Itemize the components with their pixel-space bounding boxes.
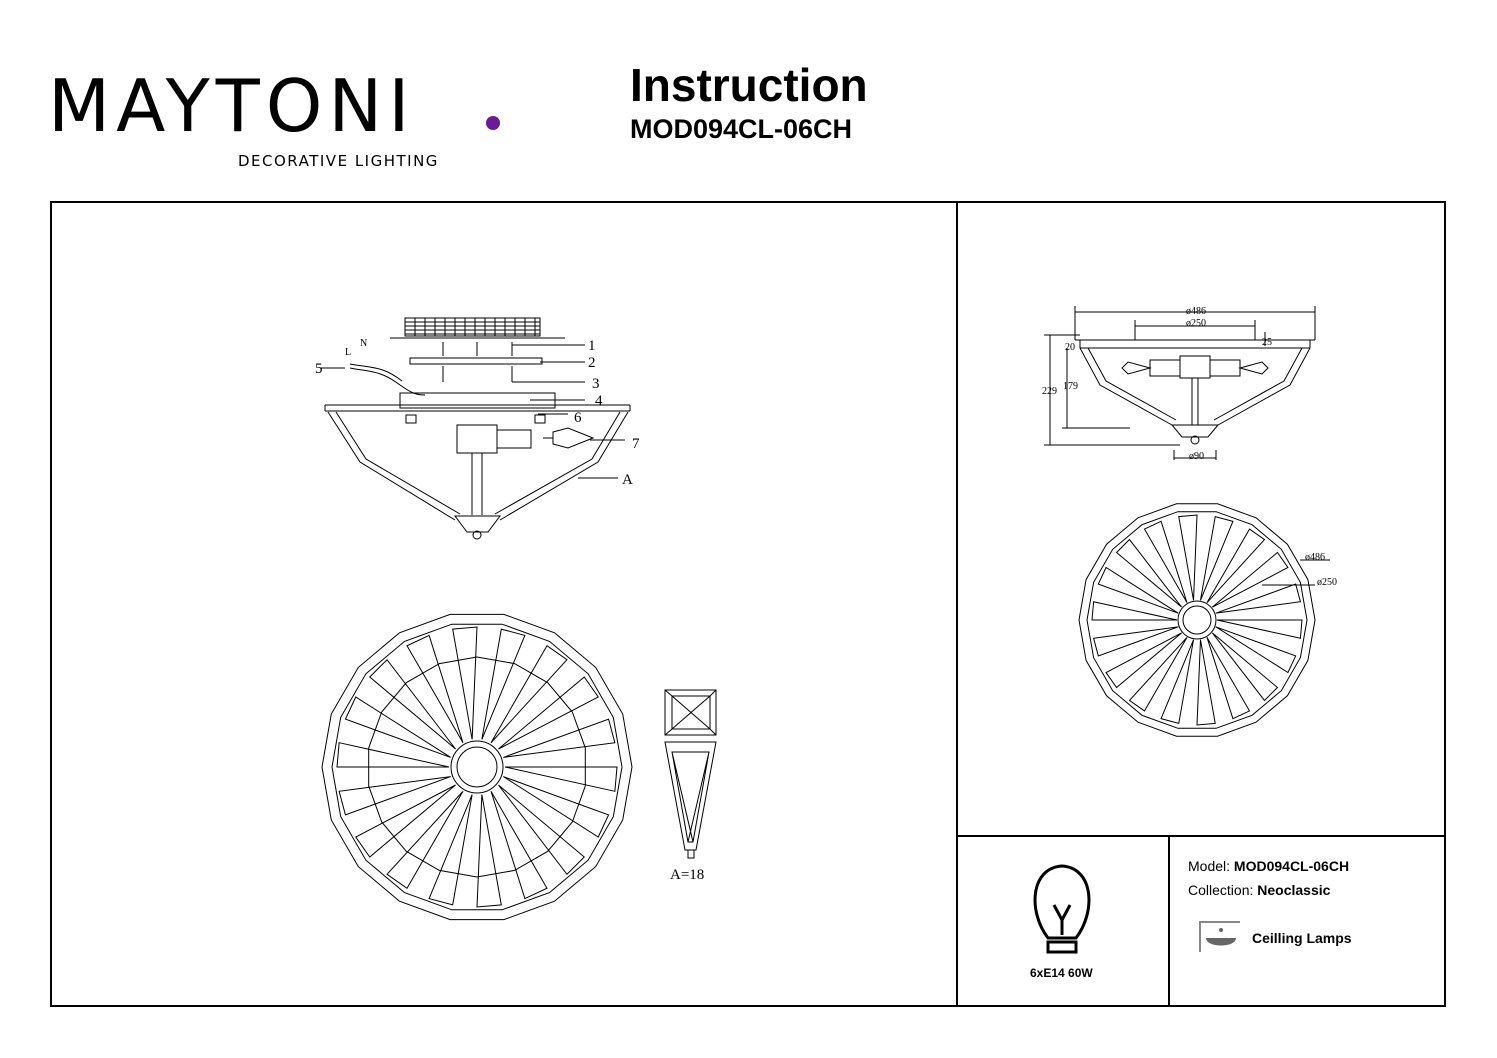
screw-icon [442, 342, 513, 356]
crystal-segment [498, 784, 585, 876]
frame-divider-vertical [956, 201, 958, 1007]
model-value: MOD094CL-06CH [1233, 858, 1350, 874]
crystal-segment [504, 766, 618, 792]
ceiling-lamp-icon [1199, 921, 1240, 952]
plan-dim-inner: ø250 [1317, 577, 1337, 588]
brand-name: MAYTONI [48, 64, 416, 148]
crystal-segment [1211, 632, 1279, 702]
brand-logo: MAYTONI DECORATIVE LIGHTING [48, 56, 500, 176]
dim-total-height: 229 [1042, 386, 1057, 397]
bulb-icon [1033, 864, 1091, 954]
crystal-segment [452, 626, 478, 740]
crystal-segment [503, 718, 616, 758]
dim-bottom-diameter: ø90 [1189, 451, 1204, 462]
crystal-segment [476, 794, 502, 908]
dim-overall-diameter: ø486 [1186, 306, 1206, 317]
crystal-segment [355, 784, 456, 858]
crystal-segment [1105, 632, 1183, 689]
crystal-segment [336, 742, 450, 768]
crystal-segment [386, 790, 464, 889]
crystal-segment [498, 676, 599, 750]
part-label-5: 5 [315, 361, 323, 377]
crystal-segment [428, 794, 473, 906]
elevation-small [1044, 306, 1316, 460]
crystal-segment [1097, 566, 1179, 614]
dim-canopy-diameter: ø250 [1186, 318, 1206, 329]
crystal-segment [338, 776, 451, 816]
plan-dim-outer: ø486 [1305, 552, 1325, 563]
plan-view-small [1078, 503, 1330, 737]
mounting-bar [409, 357, 543, 365]
model-row: Model: MOD094CL-06CH [1188, 858, 1349, 874]
crystal-segment [1199, 515, 1234, 601]
crystal-segment [1115, 538, 1183, 608]
crystal-segment [481, 628, 526, 740]
brand-tagline: DECORATIVE LIGHTING [238, 152, 439, 170]
crystal-segment [490, 645, 568, 744]
terminal-label-n: N [360, 338, 367, 349]
part-label-7: 7 [632, 436, 640, 452]
crystal-segment [1206, 528, 1266, 604]
crystal-segment [1196, 639, 1216, 726]
dim-body-height: 179 [1063, 381, 1078, 392]
plan-view-large [321, 613, 633, 921]
dim-canopy-height-right: 25 [1262, 337, 1272, 348]
part-label-6: 6 [574, 410, 582, 426]
part-label-1: 1 [588, 338, 596, 354]
crystal-segment [406, 634, 464, 744]
crystal-segment [1092, 626, 1179, 657]
part-label-2: 2 [588, 355, 596, 371]
spec-divider [1168, 835, 1170, 1007]
crystal-segment [1216, 619, 1303, 639]
crystal-segment [369, 658, 456, 750]
page-title: Instruction [630, 59, 868, 111]
model-label: Model: [1188, 858, 1231, 874]
crystal-detail [664, 689, 717, 859]
part-label-4: 4 [595, 393, 603, 409]
part-label-3: 3 [592, 376, 600, 392]
crystal-segment [1206, 637, 1251, 720]
drawing-frame [50, 201, 1446, 1007]
crystal-segment [503, 776, 610, 838]
collection-label: Collection: [1188, 882, 1254, 898]
crystal-segment [490, 790, 548, 900]
crystal-segment [1215, 626, 1297, 674]
crystal-segment [1143, 520, 1188, 603]
crystal-segment [344, 696, 451, 758]
terminal-label-l: L [345, 347, 351, 358]
crystal-segment [1215, 583, 1302, 614]
frame-divider-horizontal [956, 835, 1446, 837]
category-label: Ceilling Lamps [1252, 930, 1352, 946]
collection-value: Neoclassic [1257, 882, 1331, 898]
ceiling-mesh [390, 317, 565, 339]
crystal-segment [1091, 601, 1178, 621]
crystal-segment [1160, 639, 1195, 725]
crystal-segment [1128, 636, 1188, 712]
crystal-segment [1178, 514, 1198, 601]
brand-dot-icon [486, 116, 500, 130]
bulb-spec: 6xE14 60W [1030, 966, 1093, 980]
model-number: MOD094CL-06CH [630, 114, 853, 144]
dim-canopy-height-left: 20 [1065, 342, 1075, 353]
crystal-segment [1211, 551, 1289, 608]
collection-row: Collection: Neoclassic [1188, 882, 1330, 898]
detail-label: A=18 [670, 867, 704, 883]
part-label-a: A [622, 472, 633, 488]
